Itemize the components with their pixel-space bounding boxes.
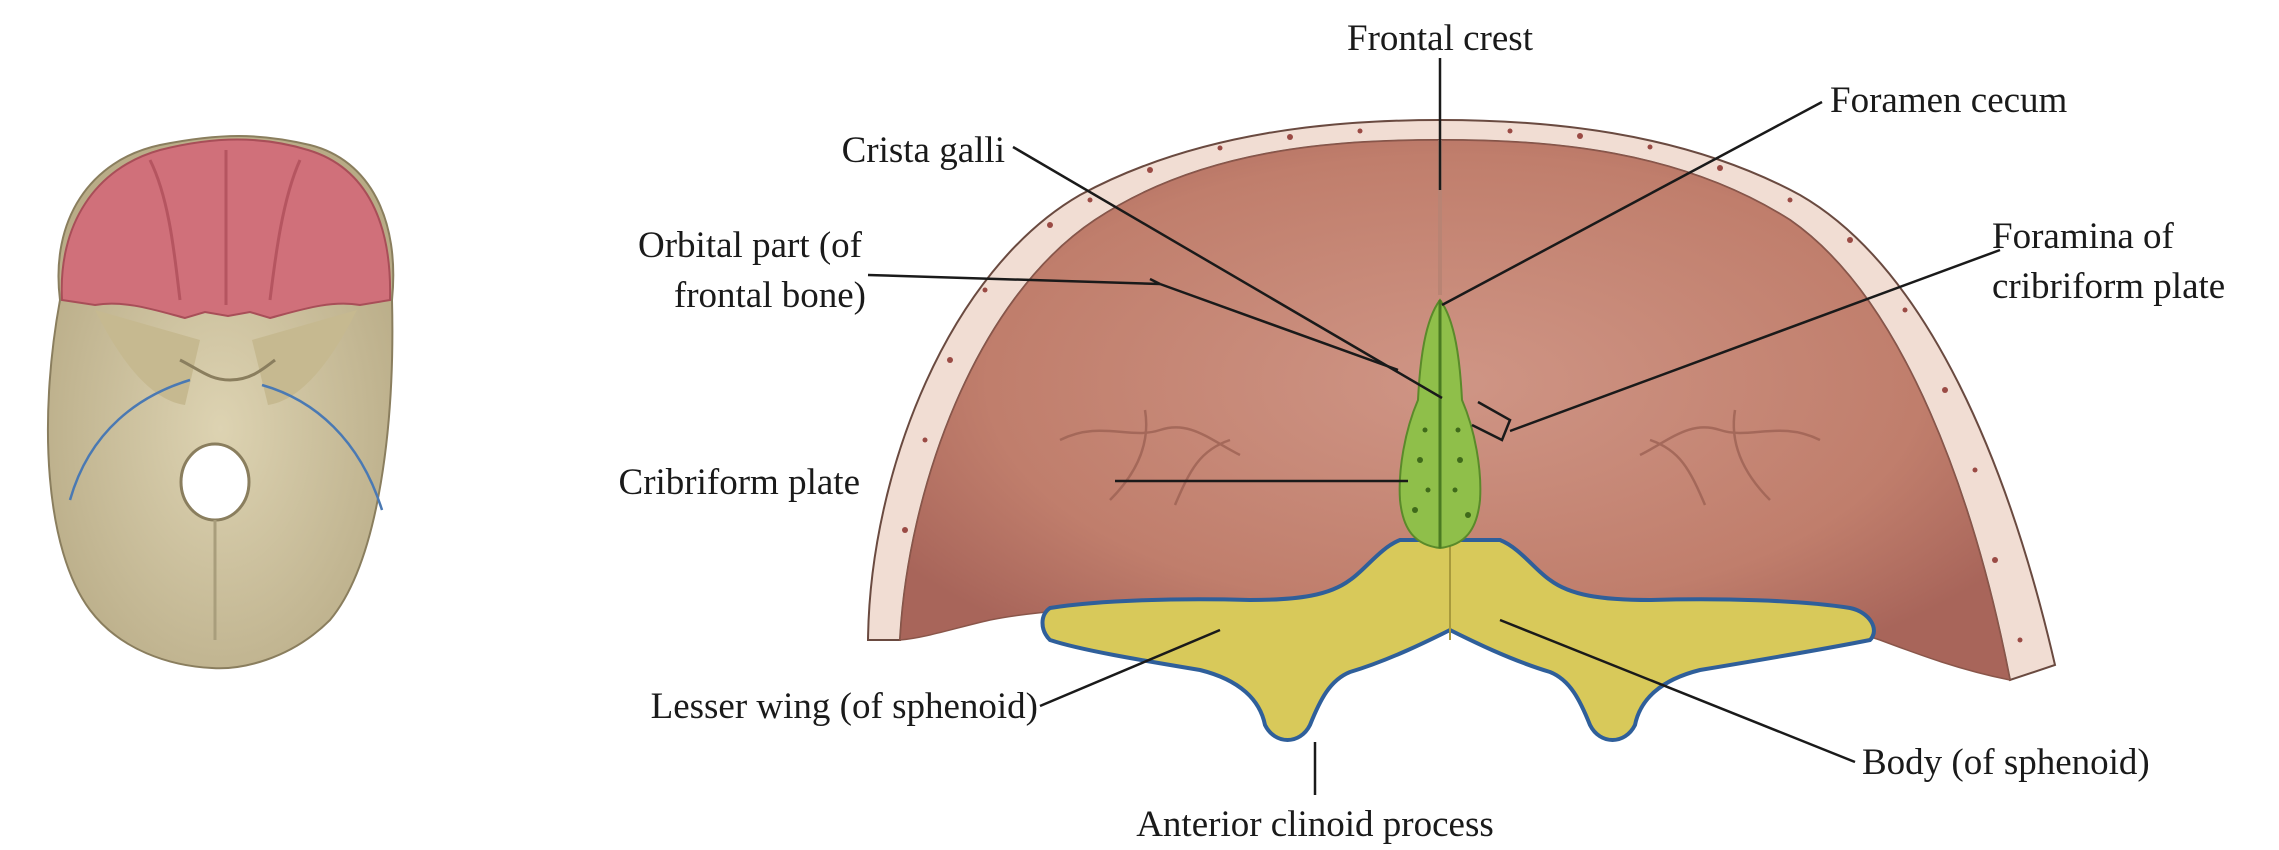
thumbnail-skull-base bbox=[48, 136, 393, 668]
label-foramina-line1: Foramina of bbox=[1992, 216, 2175, 257]
anterior-cranial-fossa bbox=[868, 120, 2055, 740]
label-cribriform-plate: Cribriform plate bbox=[619, 462, 860, 503]
label-foramina-line2: cribriform plate bbox=[1992, 266, 2225, 307]
label-lesser-wing: Lesser wing (of sphenoid) bbox=[651, 686, 1038, 727]
label-frontal-crest: Frontal crest bbox=[1347, 18, 1534, 59]
label-crista-galli: Crista galli bbox=[842, 130, 1005, 171]
label-anterior-clinoid: Anterior clinoid process bbox=[1136, 804, 1494, 845]
thumbnail-foramen-magnum bbox=[181, 444, 249, 520]
label-orbital-line2: frontal bone) bbox=[674, 275, 866, 316]
label-body: Body (of sphenoid) bbox=[1862, 742, 2150, 783]
label-foramen-cecum: Foramen cecum bbox=[1830, 80, 2068, 121]
label-orbital-line1: Orbital part (of bbox=[638, 225, 863, 266]
